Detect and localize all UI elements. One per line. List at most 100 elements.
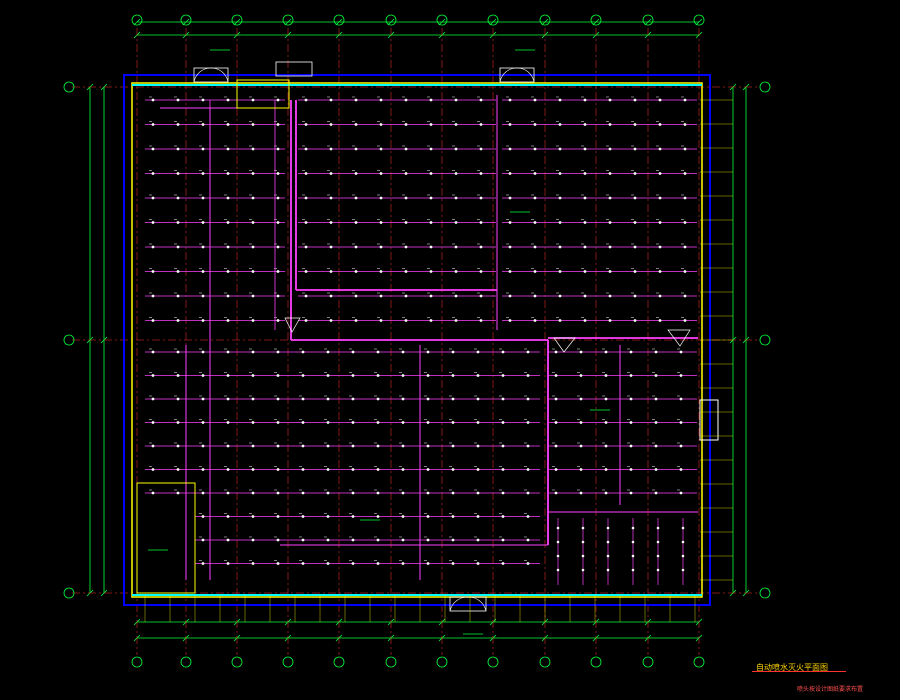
sprinkler-head-icon xyxy=(679,444,683,448)
sprinkler-head-icon xyxy=(379,319,383,322)
sprinkler-head-icon xyxy=(376,468,380,471)
sprinkler-head-icon xyxy=(426,374,430,377)
sprinkler-head-icon xyxy=(351,538,355,542)
sprinkler-head-icon xyxy=(276,123,280,126)
grid-bubble-icon xyxy=(131,14,143,26)
sprinkler-head-icon xyxy=(581,540,585,544)
sprinkler-head-icon xyxy=(681,568,685,572)
sprinkler-head-icon xyxy=(176,397,180,401)
sprinkler-head-icon xyxy=(404,147,408,151)
sprinkler-head-icon xyxy=(451,491,455,495)
sprinkler-head-icon xyxy=(201,196,205,200)
grid-bubble-icon xyxy=(385,14,397,26)
sprinkler-head-icon xyxy=(654,350,658,354)
sprinkler-head-icon xyxy=(151,444,155,448)
sprinkler-head-icon xyxy=(533,123,537,126)
sprinkler-head-icon xyxy=(351,421,355,424)
sprinkler-head-icon xyxy=(301,421,305,424)
sprinkler-head-icon xyxy=(656,554,660,558)
dimension-tick xyxy=(489,18,497,26)
sprinkler-head-icon xyxy=(683,147,687,151)
sprinkler-head-icon xyxy=(351,350,355,354)
sprinkler-head-icon xyxy=(151,245,155,249)
sprinkler-head-icon xyxy=(501,538,505,542)
dimension-tick xyxy=(438,18,446,26)
sprinkler-head-icon xyxy=(679,468,683,471)
grid-bubble-icon xyxy=(436,14,448,26)
sprinkler-head-icon xyxy=(151,397,155,401)
sprinkler-head-icon xyxy=(201,245,205,249)
sprinkler-head-icon xyxy=(251,270,255,273)
sprinkler-head-icon xyxy=(454,270,458,273)
sprinkler-head-icon xyxy=(426,491,430,495)
sprinkler-head-icon xyxy=(226,538,230,542)
sprinkler-head-icon xyxy=(351,515,355,518)
sprinkler-head-icon xyxy=(658,245,662,249)
sprinkler-head-icon xyxy=(654,374,658,377)
riser-detail-top xyxy=(275,61,313,77)
sprinkler-head-icon xyxy=(629,374,633,377)
sprinkler-head-icon xyxy=(508,319,512,322)
sprinkler-head-icon xyxy=(226,98,230,102)
sprinkler-head-icon xyxy=(226,468,230,471)
sprinkler-head-icon xyxy=(583,172,587,175)
sprinkler-head-icon xyxy=(379,123,383,126)
sprinkler-head-icon xyxy=(201,374,205,377)
sprinkler-head-icon xyxy=(454,294,458,298)
grid-bubble-icon xyxy=(759,587,771,599)
sprinkler-head-icon xyxy=(379,98,383,102)
drawing-note: 喷头按设计图纸要求布置 xyxy=(797,686,864,693)
sprinkler-head-icon xyxy=(276,397,280,401)
sprinkler-head-icon xyxy=(554,374,558,377)
sprinkler-head-icon xyxy=(226,172,230,175)
sprinkler-head-icon xyxy=(226,245,230,249)
sprinkler-head-icon xyxy=(201,147,205,151)
sprinkler-head-icon xyxy=(633,172,637,175)
sprinkler-head-icon xyxy=(558,245,562,249)
sprinkler-head-icon xyxy=(276,98,280,102)
sprinkler-head-icon xyxy=(301,374,305,377)
sprinkler-head-icon xyxy=(554,491,558,495)
sprinkler-head-icon xyxy=(401,444,405,448)
sprinkler-head-icon xyxy=(176,319,180,322)
sprinkler-head-icon xyxy=(354,294,358,298)
sprinkler-head-icon xyxy=(526,421,530,424)
sprinkler-head-icon xyxy=(579,374,583,377)
sprinkler-head-icon xyxy=(354,196,358,200)
sprinkler-head-icon xyxy=(151,319,155,322)
sprinkler-head-icon xyxy=(476,515,480,518)
sprinkler-head-icon xyxy=(151,221,155,224)
sprinkler-head-icon xyxy=(608,172,612,175)
sprinkler-head-icon xyxy=(226,147,230,151)
sprinkler-head-icon xyxy=(533,98,537,102)
sprinkler-head-icon xyxy=(201,515,205,518)
sprinkler-head-icon xyxy=(401,515,405,518)
sprinkler-head-icon xyxy=(454,196,458,200)
sprinkler-head-icon xyxy=(304,196,308,200)
sprinkler-head-icon xyxy=(479,221,483,224)
sprinkler-head-icon xyxy=(201,98,205,102)
sprinkler-head-icon xyxy=(583,98,587,102)
dimension-tick xyxy=(695,18,703,26)
sprinkler-head-icon xyxy=(608,319,612,322)
sprinkler-head-icon xyxy=(201,350,205,354)
sprinkler-head-icon xyxy=(276,374,280,377)
sprinkler-head-icon xyxy=(376,374,380,377)
sprinkler-head-icon xyxy=(683,196,687,200)
sprinkler-head-icon xyxy=(656,540,660,544)
sprinkler-head-icon xyxy=(329,319,333,322)
grid-bubble-icon xyxy=(590,656,602,668)
sprinkler-head-icon xyxy=(304,221,308,224)
sprinkler-head-icon xyxy=(554,350,558,354)
sprinkler-head-icon xyxy=(679,374,683,377)
sprinkler-head-icon xyxy=(354,172,358,175)
sprinkler-head-icon xyxy=(401,538,405,542)
sprinkler-head-icon xyxy=(276,538,280,542)
sprinkler-head-icon xyxy=(276,515,280,518)
sprinkler-head-icon xyxy=(176,491,180,495)
sprinkler-head-icon xyxy=(606,540,610,544)
sprinkler-head-icon xyxy=(479,123,483,126)
sprinkler-head-icon xyxy=(226,444,230,448)
sprinkler-head-icon xyxy=(376,515,380,518)
